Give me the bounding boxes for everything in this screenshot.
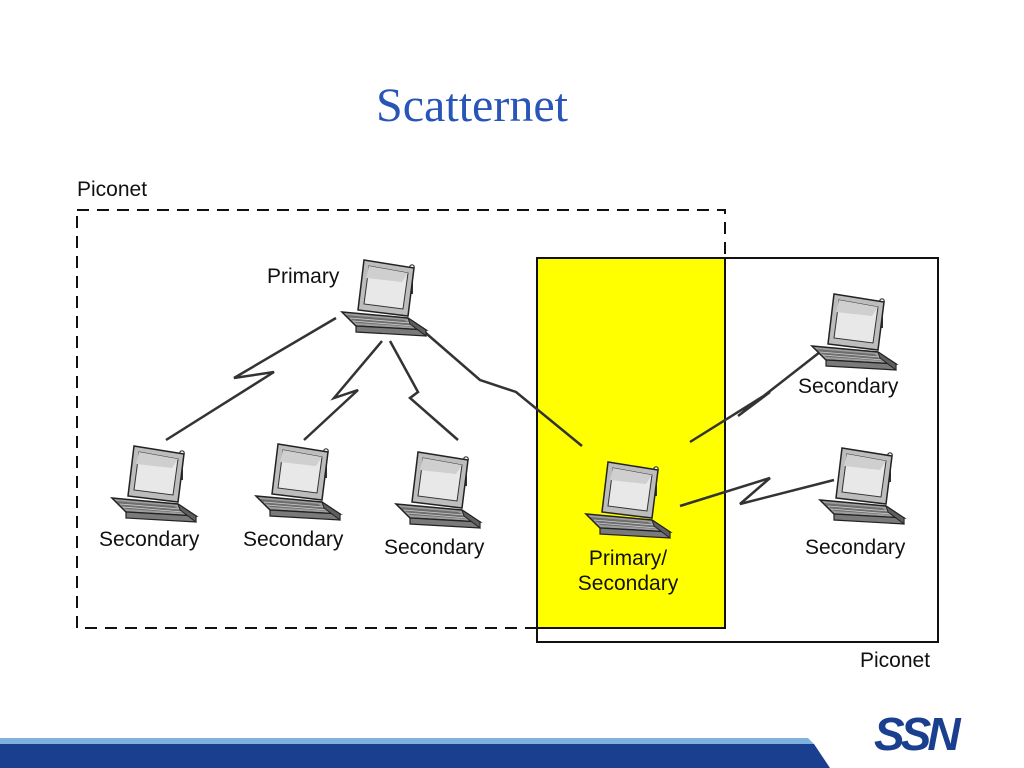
- wireless-links: [165, 316, 835, 508]
- link-primary-secondary-1: [165, 316, 337, 442]
- bridge-highlight: [536, 257, 726, 629]
- ssn-logo-text: SSN: [874, 708, 961, 756]
- piconet-left-label: Piconet: [77, 178, 148, 201]
- label-secondary-right-bottom: Secondary: [805, 536, 906, 559]
- laptop-secondary-right-bottom-icon: [819, 447, 905, 525]
- label-primary: Primary: [267, 265, 340, 288]
- label-secondary-right-top: Secondary: [798, 375, 899, 398]
- laptop-primary-icon: [341, 259, 427, 337]
- laptop-secondary-2-icon: [255, 443, 341, 521]
- slide-title: Scatternet: [376, 79, 568, 132]
- laptop-secondary-1-icon: [111, 445, 197, 523]
- footer-bar: [0, 738, 830, 768]
- link-primary-bridge: [419, 327, 583, 447]
- ssn-logo: SSN: [874, 708, 965, 756]
- link-bridge-right-top: [689, 351, 821, 444]
- link-bridge-right-bottom: [679, 476, 835, 508]
- right-piconet-border: [536, 257, 939, 643]
- footer-dark-stripe: [0, 744, 830, 768]
- laptop-secondary-right-top-icon: [811, 293, 897, 371]
- label-bridge-line1: Primary/: [588, 547, 668, 570]
- label-secondary-3: Secondary: [384, 536, 485, 559]
- label-secondary-2: Secondary: [243, 528, 344, 551]
- label-bridge: Primary/ Secondary: [560, 546, 696, 596]
- label-bridge-line2: Secondary: [577, 572, 679, 596]
- footer-light-stripe: [0, 738, 814, 744]
- left-piconet-border: [76, 209, 726, 629]
- laptop-secondary-3-icon: [395, 451, 481, 529]
- link-primary-secondary-2: [303, 340, 383, 441]
- link-primary-secondary-3: [388, 340, 459, 441]
- piconet-right-label: Piconet: [860, 649, 931, 672]
- label-secondary-1: Secondary: [99, 528, 200, 551]
